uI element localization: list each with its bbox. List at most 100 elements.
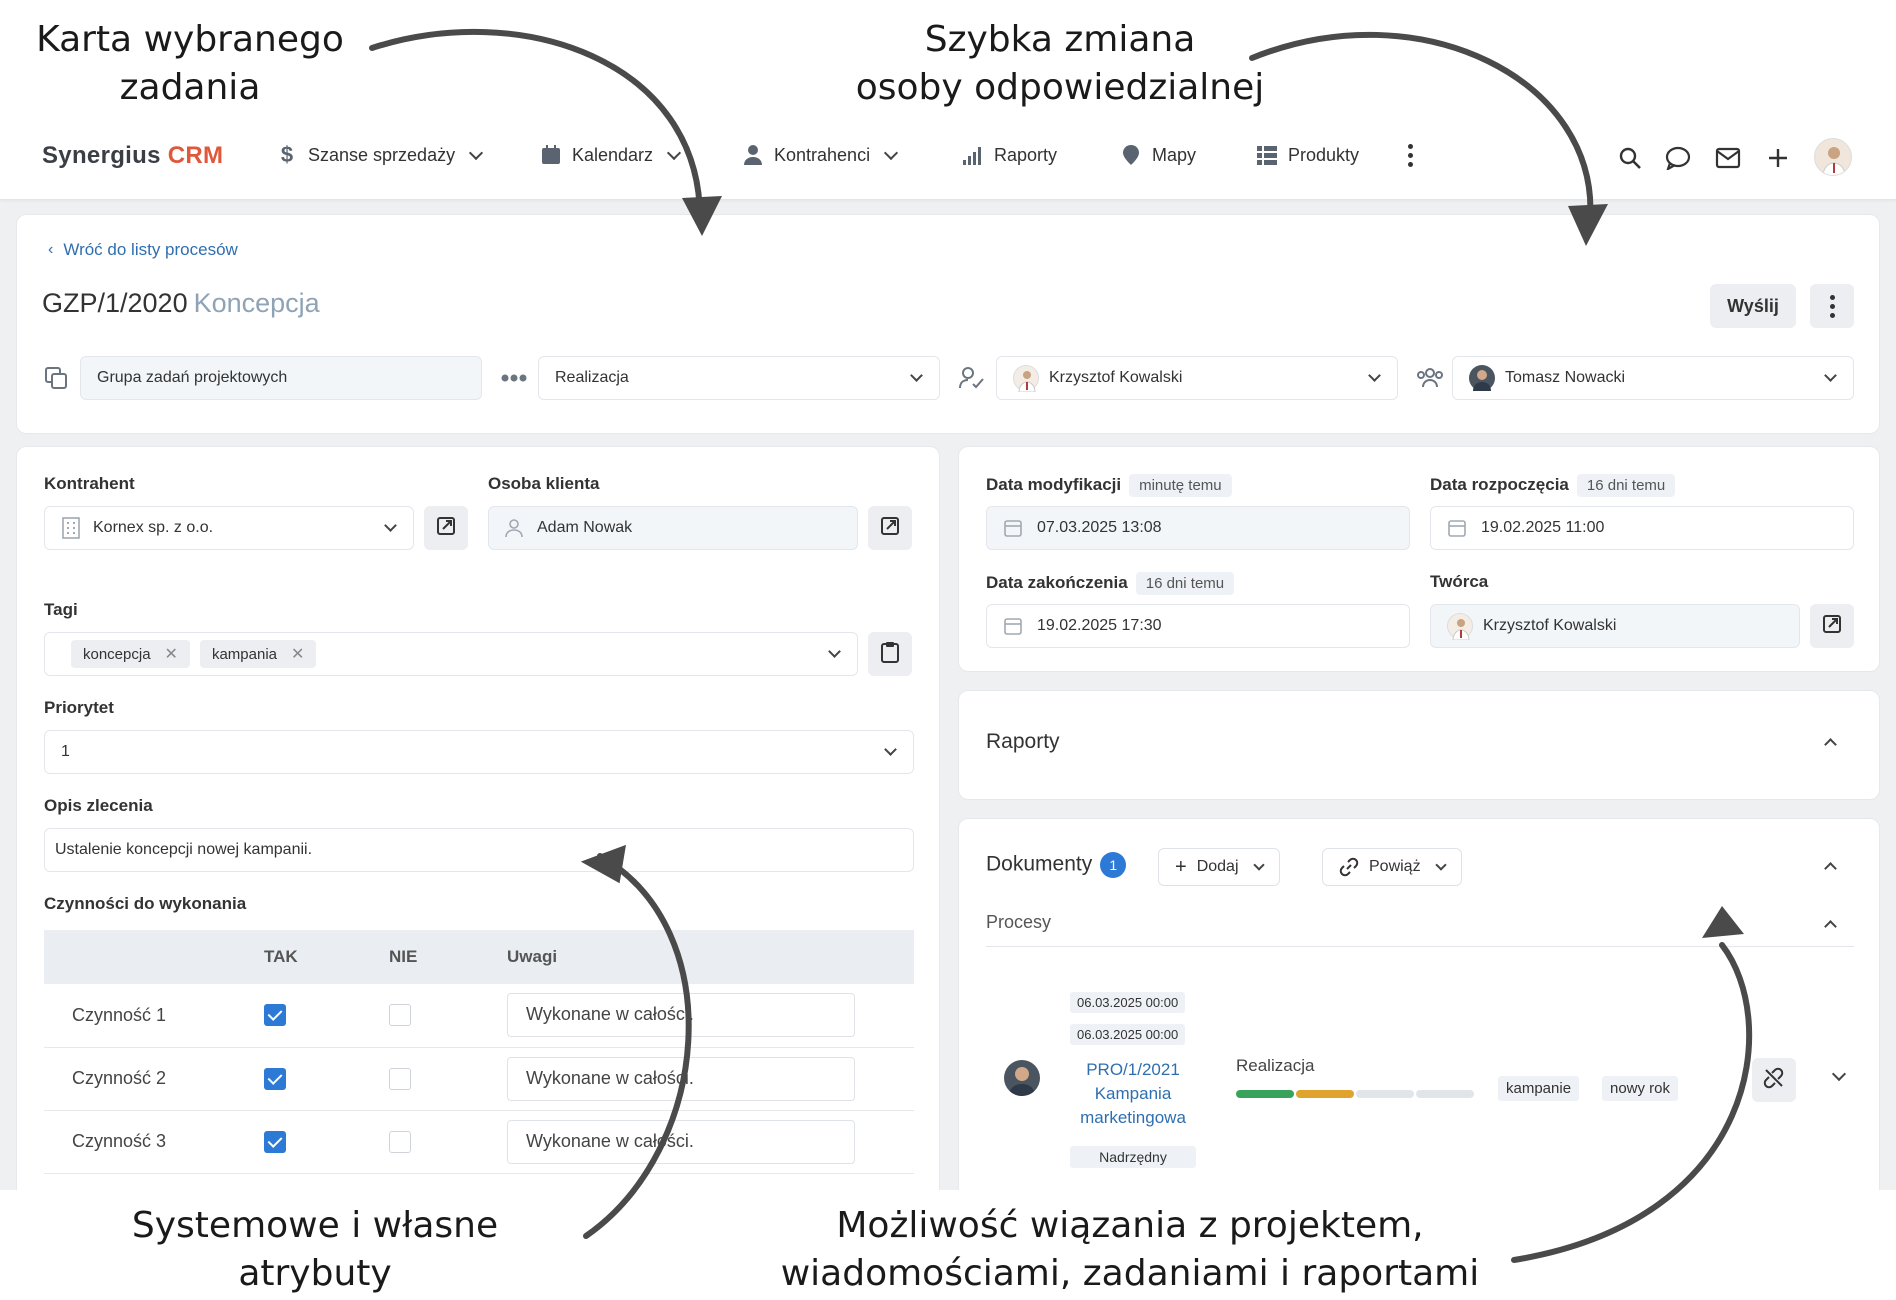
nav-item-products[interactable]: Produkty <box>1256 144 1359 166</box>
documents-title-text: Dokumenty <box>986 852 1093 876</box>
plus-icon[interactable] <box>1762 142 1794 174</box>
yes-checkbox[interactable] <box>264 1130 286 1153</box>
add-document-button[interactable]: + Dodaj <box>1158 848 1280 886</box>
more-actions-button[interactable] <box>1810 284 1854 328</box>
process-link[interactable]: PRO/1/2021 Kampania marketingowa <box>1070 1058 1196 1130</box>
person-outline-icon <box>505 519 523 537</box>
unlink-process-button[interactable] <box>1752 1058 1796 1102</box>
priority-select[interactable]: 1 <box>44 730 914 774</box>
end-date-field[interactable]: 19.02.2025 17:30 <box>986 604 1410 648</box>
chevron-down-icon <box>910 369 923 382</box>
process-code: PRO/1/2021 <box>1086 1060 1180 1079</box>
yes-checkbox[interactable] <box>264 1004 286 1027</box>
link-label: Powiąż <box>1369 858 1421 875</box>
stage-select[interactable]: Realizacja <box>538 356 940 400</box>
yes-cell <box>264 1047 389 1111</box>
chat-icon[interactable] <box>1662 142 1694 174</box>
modified-date-value: 07.03.2025 13:08 <box>1037 519 1162 536</box>
calendar-outline-icon <box>1003 616 1023 636</box>
chevron-down-icon <box>666 145 682 160</box>
description-textarea[interactable]: Ustalenie koncepcji nowej kampanii. <box>44 828 914 872</box>
nav-item-maps[interactable]: Mapy <box>1120 144 1196 166</box>
yes-checkbox[interactable] <box>264 1067 286 1090</box>
no-cell <box>389 1047 507 1111</box>
open-creator-button[interactable] <box>1810 604 1854 648</box>
process-relation-badge: Nadrzędny <box>1070 1146 1196 1168</box>
process-avatar[interactable] <box>1004 1060 1040 1096</box>
process-tag: kampanie <box>1498 1076 1580 1101</box>
app-logo[interactable]: Synergius CRM <box>42 142 223 170</box>
back-to-list-link[interactable]: ‹ Wróć do listy procesów <box>48 240 238 260</box>
tag-chip[interactable]: koncepcja✕ <box>71 640 190 668</box>
tags-select[interactable]: koncepcja✕ kampania✕ <box>44 632 858 676</box>
chevron-down-icon <box>469 145 484 160</box>
open-client-person-button[interactable] <box>868 506 912 550</box>
link-document-button[interactable]: Powiąż <box>1322 848 1462 886</box>
search-icon[interactable] <box>1614 142 1646 174</box>
owner-select[interactable]: Krzysztof Kowalski <box>996 356 1398 400</box>
nav-label: Raporty <box>994 144 1058 165</box>
task-group-field[interactable]: Grupa zadań projektowych <box>80 356 482 400</box>
client-person-field[interactable]: Adam Nowak <box>488 506 858 550</box>
app-window: Synergius CRM $ Szanse sprzedaży Kalenda… <box>0 120 1896 1190</box>
mail-icon[interactable] <box>1712 142 1744 174</box>
note-cell: Wykonane w całości. <box>507 984 914 1048</box>
unlink-icon <box>1763 1067 1785 1094</box>
user-avatar[interactable] <box>1814 138 1852 176</box>
creator-field: Krzysztof Kowalski <box>1430 604 1800 648</box>
calendar-outline-icon <box>1003 518 1023 538</box>
activity-name: Czynność 1 <box>44 984 264 1048</box>
stage-value: Realizacja <box>555 369 629 386</box>
contractor-value: Kornex sp. z o.o. <box>93 519 214 536</box>
annotation-line: Możliwość wiązania z projektem, <box>836 1205 1424 1246</box>
description-label: Opis zlecenia <box>44 796 153 815</box>
chevron-down-icon <box>884 743 897 756</box>
plus-icon: + <box>1175 855 1187 878</box>
annotation-line: Szybka zmiana <box>924 19 1196 60</box>
contractor-select[interactable]: Kornex sp. z o.o. <box>44 506 414 550</box>
logo-text: Synergius <box>42 142 161 169</box>
participant-select[interactable]: Tomasz Nowacki <box>1452 356 1854 400</box>
chevron-down-icon <box>1368 369 1381 382</box>
remove-tag-icon[interactable]: ✕ <box>291 646 305 663</box>
no-checkbox[interactable] <box>389 1067 411 1090</box>
note-textarea[interactable]: Wykonane w całości. <box>507 1056 855 1101</box>
remove-tag-icon[interactable]: ✕ <box>164 646 178 663</box>
note-textarea[interactable]: Wykonane w całości. <box>507 993 855 1038</box>
external-link-icon <box>436 516 456 541</box>
nav-item-contractors[interactable]: Kontrahenci <box>742 144 899 166</box>
add-label: Dodaj <box>1196 858 1239 875</box>
users-group-icon <box>1416 364 1444 392</box>
open-contractor-button[interactable] <box>424 506 468 550</box>
tag-chip[interactable]: kampania✕ <box>199 640 317 668</box>
no-checkbox[interactable] <box>389 1130 411 1153</box>
annotation-line: atrybuty <box>238 1253 392 1294</box>
owner-avatar <box>1013 365 1039 393</box>
nav-item-reports[interactable]: Raporty <box>962 144 1057 166</box>
chevron-left-icon: ‹ <box>48 241 54 258</box>
link-icon <box>1339 857 1359 877</box>
table-row: Czynność 1 Wykonane w całości. <box>44 984 914 1048</box>
nav-item-calendar[interactable]: Kalendarz <box>540 144 682 166</box>
note-textarea[interactable]: Wykonane w całości. <box>507 1119 855 1164</box>
activity-name: Czynność 2 <box>44 1047 264 1111</box>
more-menu-button[interactable] <box>1408 144 1413 167</box>
top-navbar: Synergius CRM $ Szanse sprzedaży Kalenda… <box>0 120 1896 200</box>
send-button[interactable]: Wyślij <box>1710 284 1796 328</box>
annotation-line: zadania <box>119 67 261 108</box>
nav-item-sales[interactable]: $ Szanse sprzedaży <box>276 142 484 167</box>
building-icon <box>61 517 81 539</box>
calendar-outline-icon <box>1447 518 1467 538</box>
annotation-top-right: Szybka zmiana osoby odpowiedzialnej <box>840 16 1280 112</box>
start-date-field[interactable]: 19.02.2025 11:00 <box>1430 506 1854 550</box>
stage-dots-icon <box>500 364 528 392</box>
start-date-value: 19.02.2025 11:00 <box>1481 519 1605 536</box>
reports-section-title: Raporty <box>986 730 1060 753</box>
end-label-text: Data zakończenia <box>986 573 1128 592</box>
annotation-top-left: Karta wybranego zadania <box>20 16 360 112</box>
no-checkbox[interactable] <box>389 1004 411 1027</box>
column-header-activity <box>44 930 264 984</box>
tags-clipboard-button[interactable] <box>868 632 912 676</box>
chevron-down-icon <box>1824 369 1837 382</box>
